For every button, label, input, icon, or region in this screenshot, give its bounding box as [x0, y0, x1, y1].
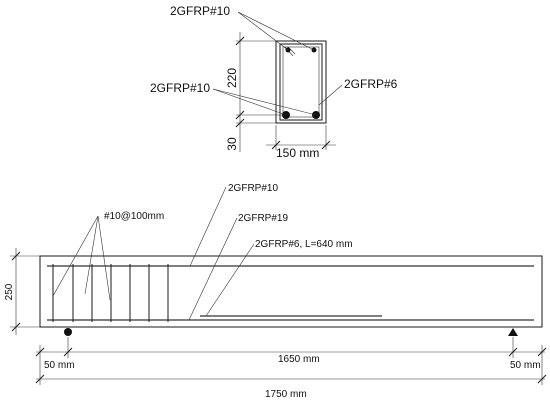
- section-tick-bottom: [235, 118, 245, 128]
- section-tick-top: [235, 36, 245, 46]
- label-short-bars: 2GFRP#6, L=640 mm: [255, 239, 353, 250]
- leader-bottom-bars: [188, 217, 238, 321]
- label-top-bars: 2GFRP#10: [170, 4, 230, 18]
- leader-top-2: [237, 11, 315, 51]
- dim-tick-total-left: [35, 374, 45, 384]
- leader-top-1: [237, 11, 289, 51]
- section-tick-left: [271, 140, 281, 150]
- cross-section: 2GFRP#10 2GFRP#10 2GFRP#6 220 30 150 mm: [150, 4, 398, 160]
- beam-outline: [39, 255, 543, 328]
- dim-overhang-left: 50 mm: [44, 360, 75, 371]
- label-bottom-bars: 2GFRP#10: [150, 81, 210, 95]
- pin-support: [64, 328, 72, 336]
- leader-stirrup: [318, 84, 343, 106]
- section-tick-right: [321, 140, 331, 150]
- dim-total-length: 1750 mm: [265, 389, 307, 400]
- dim-tick-4: [537, 347, 547, 357]
- stirrup-outer: [279, 43, 323, 121]
- section-tick-mid: [235, 110, 245, 120]
- dim-overhang-right: 50 mm: [510, 360, 541, 371]
- dim-tick-total-right: [537, 374, 547, 384]
- leader-stirrup-3: [97, 215, 111, 301]
- elev-tick-top: [11, 251, 21, 261]
- leader-stirrup-2: [84, 215, 99, 295]
- dim-tick-2: [63, 347, 73, 357]
- section-dim-height: 220: [225, 68, 239, 88]
- section-dim-width: 150 mm: [276, 146, 319, 160]
- label-stirrups: #10@100mm: [104, 211, 164, 222]
- label-stirrup: 2GFRP#6: [344, 77, 398, 91]
- elev-tick-bottom: [11, 322, 21, 332]
- dim-tick-1: [35, 347, 45, 357]
- stirrup-inner: [282, 46, 320, 118]
- leader-top-bars: [189, 186, 227, 267]
- leader-bottom-2: [212, 88, 317, 116]
- label-bottom-bars-elevation: 2GFRP#19: [238, 213, 288, 224]
- elev-dim-height: 250: [4, 283, 15, 300]
- section-dim-cover: 30: [225, 137, 239, 151]
- section-outline: [275, 40, 327, 124]
- label-top-bars-elevation: 2GFRP#10: [228, 183, 278, 194]
- dim-tick-3: [508, 347, 518, 357]
- leader-bottom-1: [212, 88, 287, 116]
- dim-span: 1650 mm: [278, 354, 320, 365]
- leader-stirrup-1: [52, 215, 99, 297]
- roller-support: [508, 328, 518, 336]
- leader-short-bars: [205, 243, 255, 317]
- elevation: #10@100mm 2GFRP#10 2GFRP#19 2GFRP#6, L=6…: [4, 183, 547, 400]
